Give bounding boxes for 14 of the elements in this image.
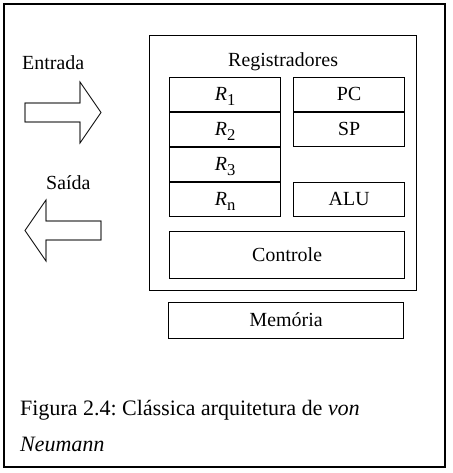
figure-caption: Figura 2.4: Clássica arquitetura de von Neumann — [20, 394, 361, 458]
component-box: SP — [293, 112, 405, 147]
component-box: R$_{n}$ — [169, 182, 281, 217]
component-box: Controle — [169, 231, 405, 279]
io-label: Saída — [46, 172, 90, 195]
component-box: R$_{1}$ — [169, 77, 281, 112]
component-box: R$_{3}$ — [169, 147, 281, 182]
cpu-box — [149, 35, 417, 291]
component-box: R$_{2}$ — [169, 112, 281, 147]
group-title: Registradores — [228, 49, 338, 71]
component-box: ALU — [293, 182, 405, 217]
io-label: Entrada — [22, 52, 84, 75]
component-box: PC — [293, 77, 405, 112]
component-box: Memória — [168, 302, 404, 339]
